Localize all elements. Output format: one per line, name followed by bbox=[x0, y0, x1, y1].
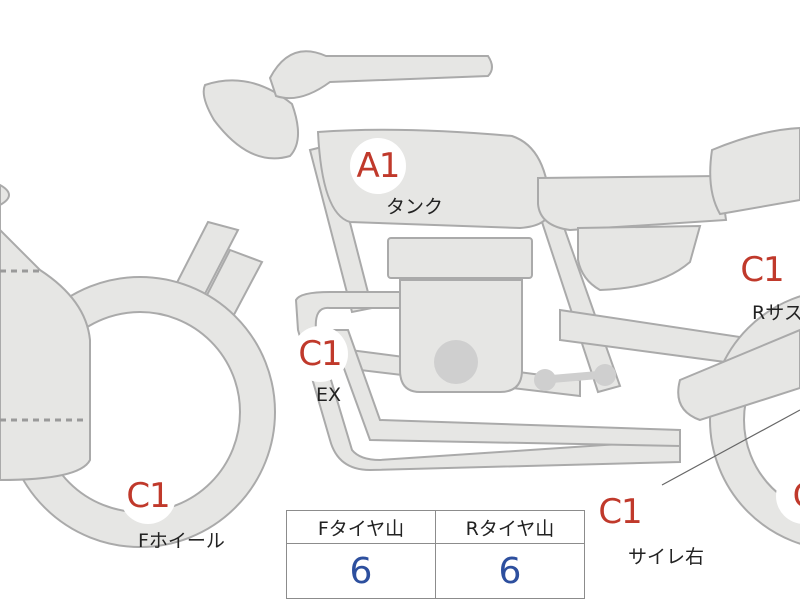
air-cleaner bbox=[387, 237, 533, 279]
header-rear-tire-tread: Rタイヤ山 bbox=[435, 510, 585, 544]
engine-cover bbox=[434, 340, 478, 384]
side-cover bbox=[577, 224, 702, 292]
grade-badge-c1-ex: C1 bbox=[292, 326, 348, 382]
label-silencer-right: サイレ右 bbox=[628, 546, 705, 568]
value-front-tire-tread: 6 bbox=[286, 543, 436, 599]
grade-badge-c1-f-wheel: C1 bbox=[120, 468, 176, 524]
grade-badge-a1-tank: A1 bbox=[350, 138, 406, 194]
label-tank: タンク bbox=[386, 196, 444, 218]
value-rear-tire-tread: 6 bbox=[435, 543, 585, 599]
down-tube bbox=[294, 291, 681, 472]
front-bag bbox=[0, 183, 91, 482]
label-r-suspension: Rサス bbox=[752, 302, 800, 324]
headlight bbox=[202, 79, 299, 160]
handlebar bbox=[268, 50, 493, 100]
grade-badge-c1-silencer-right: C1 bbox=[592, 484, 648, 540]
engine-block bbox=[399, 279, 523, 393]
seat bbox=[537, 174, 728, 232]
silencer-leader-line bbox=[661, 409, 800, 486]
label-f-wheel: Fホイール bbox=[138, 530, 225, 552]
rear-tail bbox=[709, 126, 800, 216]
grade-badge-c1-r-suspension: C1 bbox=[734, 242, 790, 298]
label-ex: EX bbox=[316, 384, 342, 406]
header-front-tire-tread: Fタイヤ山 bbox=[286, 510, 436, 544]
silencer bbox=[677, 328, 800, 422]
exhaust-pipe bbox=[328, 329, 681, 448]
tire-tread-table: Fタイヤ山 Rタイヤ山 6 6 bbox=[286, 510, 585, 599]
